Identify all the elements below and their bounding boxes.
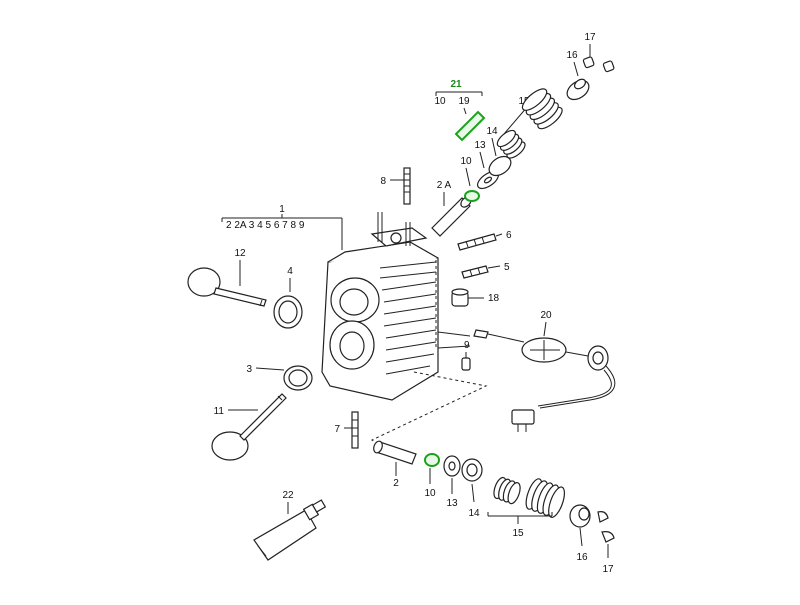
part-8-stud[interactable]: 8 xyxy=(380,167,411,205)
part-13-washer-bottom[interactable]: 13 xyxy=(443,455,461,509)
part-2a-valve-guide[interactable]: 2 A xyxy=(431,180,473,237)
label-21: 21 xyxy=(450,79,462,90)
label-16-bot: 16 xyxy=(576,552,588,563)
part-16-retainer-bottom[interactable]: 16 xyxy=(569,504,591,563)
seal-highlight-mid xyxy=(464,190,480,202)
part-18-nut[interactable]: 18 xyxy=(451,288,500,307)
label-10-top: 10 xyxy=(434,96,446,107)
part-10-valve-seal-bottom[interactable]: 10 xyxy=(424,453,440,499)
part-17-keepers-bottom[interactable]: 17 xyxy=(597,511,615,575)
part-17-keepers-top[interactable]: 17 xyxy=(582,32,615,73)
label-10-mid: 10 xyxy=(460,156,472,167)
label-16-top: 16 xyxy=(566,50,578,61)
part-9-plug[interactable]: 9 xyxy=(461,340,471,371)
label-6: 6 xyxy=(506,230,512,241)
part-15-valve-springs-top[interactable]: 15 xyxy=(495,85,566,161)
label-10-bot: 10 xyxy=(424,488,436,499)
label-15-bot: 15 xyxy=(512,528,524,539)
label-8: 8 xyxy=(380,176,386,187)
label-14-top: 14 xyxy=(486,126,498,137)
part-14-spring-cup-top[interactable]: 14 xyxy=(486,126,515,179)
part-14-spring-cup-bottom[interactable]: 14 xyxy=(461,458,483,519)
part-7-stud[interactable]: 7 xyxy=(334,411,359,449)
label-13-top: 13 xyxy=(474,140,486,151)
part-2-valve-guide[interactable]: 2 xyxy=(372,440,417,489)
label-22: 22 xyxy=(282,490,294,501)
part-12-valve[interactable]: 12 xyxy=(187,248,267,307)
label-9: 9 xyxy=(464,340,470,351)
label-20: 20 xyxy=(540,310,552,321)
seal-highlight-bottom xyxy=(424,453,440,467)
label-4: 4 xyxy=(287,266,293,277)
part-22-sealant-tube[interactable]: 22 xyxy=(253,490,327,561)
part-4-valve-seat[interactable]: 4 xyxy=(273,266,303,329)
part-11-valve[interactable]: 11 xyxy=(211,393,287,461)
label-19: 19 xyxy=(458,96,470,107)
part-3-valve-seat[interactable]: 3 xyxy=(246,364,313,391)
cooling-fins xyxy=(379,261,437,375)
cylinder-head xyxy=(321,212,471,401)
label-14-bot: 14 xyxy=(468,508,480,519)
part-10-valve-seal-mid[interactable]: 10 xyxy=(460,156,480,202)
callout-1-group[interactable]: 1 2 2A 3 4 5 6 7 8 9 xyxy=(221,204,343,250)
label-12: 12 xyxy=(234,248,246,259)
part-16-retainer-top[interactable]: 16 xyxy=(564,50,593,103)
part-20-temperature-sensor[interactable]: 20 xyxy=(473,310,616,432)
label-5: 5 xyxy=(504,262,510,273)
label-11: 11 xyxy=(214,406,225,417)
label-17-top: 17 xyxy=(584,32,596,43)
label-group-1: 2 2A 3 4 5 6 7 8 9 xyxy=(226,220,305,231)
label-13-bot: 13 xyxy=(446,498,458,509)
part-6-stud[interactable]: 6 xyxy=(457,230,512,251)
part-19-highlight xyxy=(454,110,486,142)
part-5-stud[interactable]: 5 xyxy=(461,262,510,279)
part-21-kit-group[interactable]: 21 10 19 xyxy=(434,79,486,142)
label-17-bot: 17 xyxy=(602,564,614,575)
label-7: 7 xyxy=(334,424,340,435)
label-3: 3 xyxy=(246,364,252,375)
part-15-valve-springs-bottom[interactable]: 15 xyxy=(487,476,568,539)
label-2: 2 xyxy=(393,478,399,489)
label-1: 1 xyxy=(279,204,285,215)
label-18: 18 xyxy=(488,293,500,304)
label-2a: 2 A xyxy=(437,180,452,191)
